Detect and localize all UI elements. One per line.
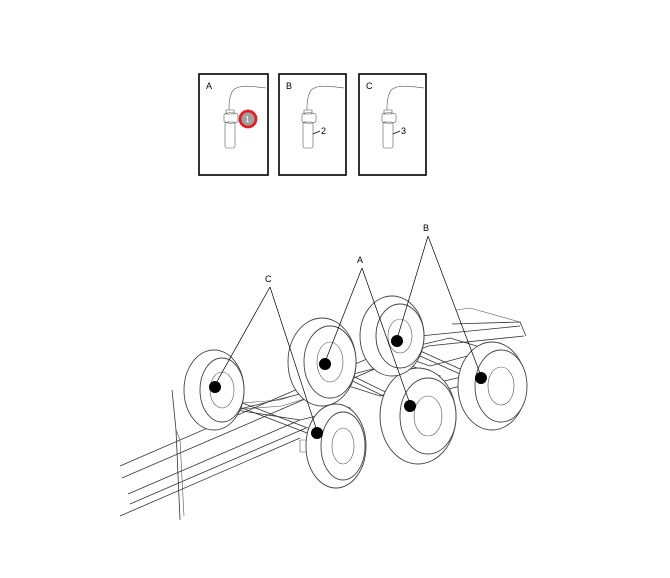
wheel-middle-right bbox=[379, 367, 457, 465]
inset-box-c: C 3 bbox=[358, 73, 427, 176]
sensor-icon bbox=[381, 85, 425, 149]
sensor-icon bbox=[301, 85, 345, 149]
main-label-c: C bbox=[265, 274, 272, 284]
highlight-callout-1: 1 bbox=[238, 109, 258, 129]
sensor-marker bbox=[391, 335, 403, 347]
sensor-marker bbox=[311, 427, 323, 439]
sensor-marker bbox=[475, 372, 487, 384]
wheel-rear-right bbox=[457, 341, 528, 431]
inset-box-a: A 1 bbox=[198, 73, 269, 176]
main-label-a: A bbox=[357, 255, 363, 265]
callout-3-label: 3 bbox=[401, 126, 406, 136]
wheel-rear-left bbox=[359, 295, 425, 377]
inset-a-letter: A bbox=[206, 81, 212, 91]
callout-1-label: 1 bbox=[245, 115, 250, 124]
leader-lines bbox=[214, 235, 482, 432]
sensor-marker bbox=[404, 400, 416, 412]
main-label-b: B bbox=[423, 223, 429, 233]
inset-c-letter: C bbox=[366, 81, 373, 91]
inset-b-letter: B bbox=[286, 81, 292, 91]
truck-chassis-illustration bbox=[119, 295, 528, 521]
inset-box-b: B 2 bbox=[278, 73, 347, 176]
sensor-icon bbox=[223, 85, 267, 149]
callout-2-label: 2 bbox=[321, 126, 326, 136]
sensor-marker bbox=[319, 358, 331, 370]
sensor-marker bbox=[209, 381, 221, 393]
wheel-front-right bbox=[299, 403, 367, 489]
